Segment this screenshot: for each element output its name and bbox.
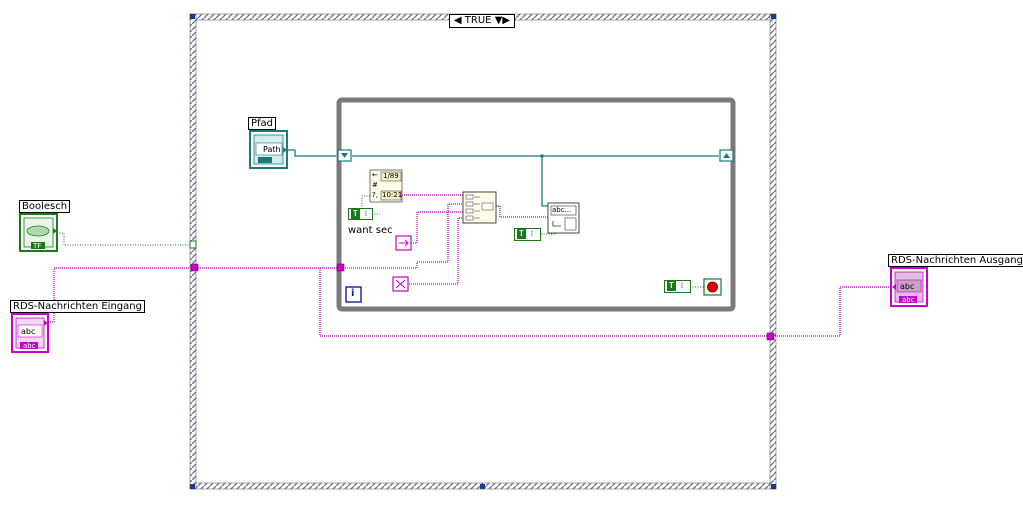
write-text-file-node[interactable] — [547, 202, 580, 234]
case-selector-value: TRUE — [464, 15, 492, 26]
case-selector[interactable]: ◀ TRUE ▼▶ — [449, 14, 515, 28]
bool-wires — [57, 195, 704, 288]
string-output-label: RDS-Nachrichten Ausgang — [888, 254, 1023, 267]
while-loop[interactable] — [336, 97, 736, 312]
shift-register-right[interactable] — [719, 149, 734, 162]
string-tunnel-out[interactable] — [766, 332, 775, 341]
format-date-mark-3: ?, — [372, 191, 378, 199]
path-wires — [287, 149, 719, 207]
bool-constant-1[interactable]: T ⁝ — [348, 208, 373, 220]
string-input-label: RDS-Nachrichten Eingang — [10, 300, 145, 313]
want-sec-control[interactable] — [395, 235, 412, 251]
stop-condition[interactable] — [703, 278, 722, 296]
shift-register-left[interactable] — [337, 149, 352, 162]
boolean-control[interactable] — [19, 213, 58, 252]
path-control[interactable] — [249, 130, 288, 169]
string-in-glyph: abc — [21, 327, 36, 336]
string-input-control[interactable] — [11, 313, 49, 353]
string-output-indicator[interactable] — [890, 267, 928, 307]
bool-constant-2[interactable]: T ⁝ — [514, 228, 541, 241]
format-date-line3: 10:21 — [382, 191, 403, 199]
case-prev-arrow-icon[interactable]: ◀ — [453, 15, 462, 26]
format-date-mark-1: ← — [372, 171, 378, 179]
format-date-line1: 1/89 — [383, 172, 399, 180]
string-tunnel-in[interactable] — [190, 263, 199, 272]
string-wires — [46, 194, 892, 337]
string-in-sub: abc — [23, 342, 36, 350]
bool-constant-3[interactable]: T ⁝ — [664, 280, 691, 293]
iteration-letter: i — [351, 288, 355, 299]
path-glyph: Path — [263, 145, 281, 154]
bool-tunnel[interactable] — [189, 240, 197, 249]
path-control-label: Pfad — [248, 117, 277, 130]
boolean-glyph: TF — [33, 242, 42, 250]
string-out-sub: abc — [902, 296, 915, 304]
case-dropdown-arrow-icon[interactable]: ▼▶ — [494, 15, 511, 26]
format-date-mark-2: # — [372, 181, 378, 189]
want-sec-label: want sec — [346, 225, 395, 236]
concatenate-strings-node[interactable] — [462, 191, 497, 224]
boolean-control-label: Boolesch — [19, 200, 71, 213]
case-structure[interactable] — [189, 13, 777, 490]
iteration-terminal — [345, 286, 362, 303]
loop-string-tunnel[interactable] — [336, 263, 345, 272]
format-date-time-node[interactable] — [369, 169, 403, 203]
string-out-glyph: abc — [900, 282, 915, 291]
write-file-glyph: abc... — [552, 206, 572, 214]
format-string-icon[interactable] — [392, 276, 409, 292]
